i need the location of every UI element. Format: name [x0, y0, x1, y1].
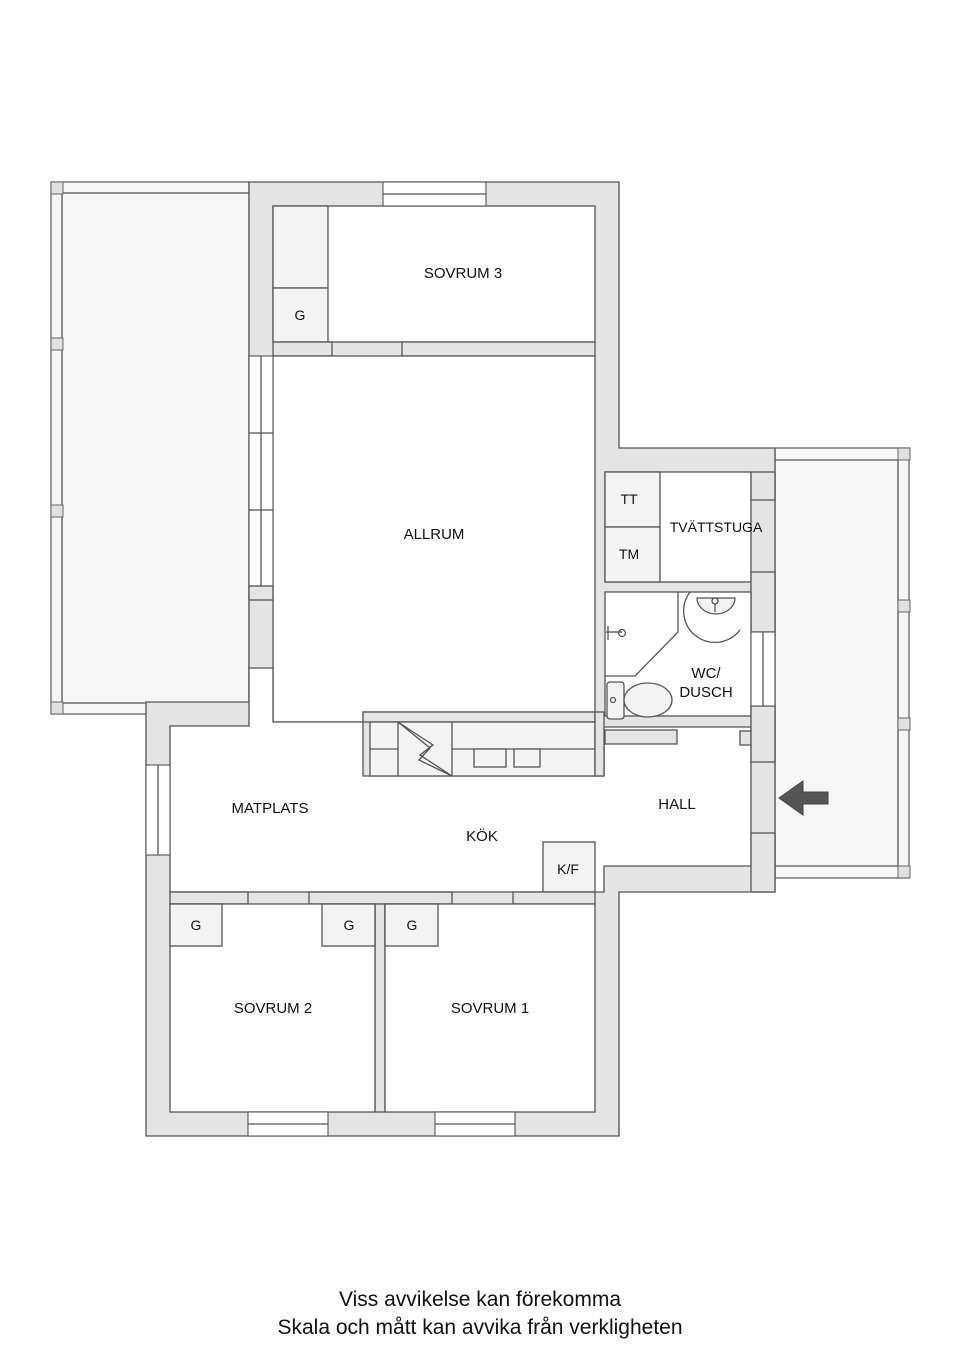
label-hall: HALL — [658, 796, 696, 813]
label-allrum: ALLRUM — [404, 526, 465, 543]
label-kok: KÖK — [466, 827, 498, 845]
disclaimer-line-2: Skala och mått kan avvika från verklighe… — [277, 1316, 683, 1339]
shower-icon — [606, 626, 627, 640]
fridge-freezer — [542, 841, 596, 893]
arrow-left-icon — [778, 780, 829, 816]
sovrum2-window — [247, 1111, 329, 1137]
label-washer: TM — [619, 546, 639, 562]
sink-basin-right — [513, 748, 541, 768]
sink-basin-left — [473, 748, 507, 768]
east-terrace — [774, 447, 911, 879]
washer — [604, 526, 661, 583]
matplats-window — [145, 764, 171, 856]
label-sovrum-3: SOVRUM 3 — [424, 265, 502, 282]
label-dryer: TT — [620, 491, 638, 507]
kitchen-counter — [362, 711, 605, 777]
sovrum3-window — [382, 181, 487, 207]
label-tvattstuga: TVÄTTSTUGA — [670, 519, 763, 535]
label-matplats: MATPLATS — [232, 800, 309, 817]
label-wardrobe-sovrum-1-right: G — [407, 917, 418, 933]
toilet-icon — [606, 681, 673, 720]
dryer — [604, 471, 661, 528]
label-sovrum-1: SOVRUM 1 — [451, 1000, 529, 1017]
allrum-west-window — [248, 355, 274, 601]
stove-icon — [397, 721, 453, 777]
wardrobe-sovrum-1-right — [384, 903, 439, 947]
label-wardrobe-sovrum-2: G — [191, 917, 202, 933]
label-sovrum-2: SOVRUM 2 — [234, 1000, 312, 1017]
label-wardrobe-sovrum-3: G — [295, 307, 306, 323]
wardrobe-sovrum-1-left — [321, 903, 376, 947]
label-wardrobe-sovrum-1-left: G — [344, 917, 355, 933]
sovrum1-window — [434, 1111, 516, 1137]
label-wc: WC/ — [691, 665, 721, 682]
disclaimer-line-1: Viss avvikelse kan förekomma — [338, 1288, 622, 1311]
west-terrace — [50, 181, 250, 715]
wardrobe-sovrum-2 — [169, 903, 223, 947]
wc-window — [750, 631, 776, 707]
label-dusch: DUSCH — [679, 684, 732, 701]
label-fridge-freezer: K/F — [557, 861, 579, 877]
sink-icon — [696, 597, 736, 615]
